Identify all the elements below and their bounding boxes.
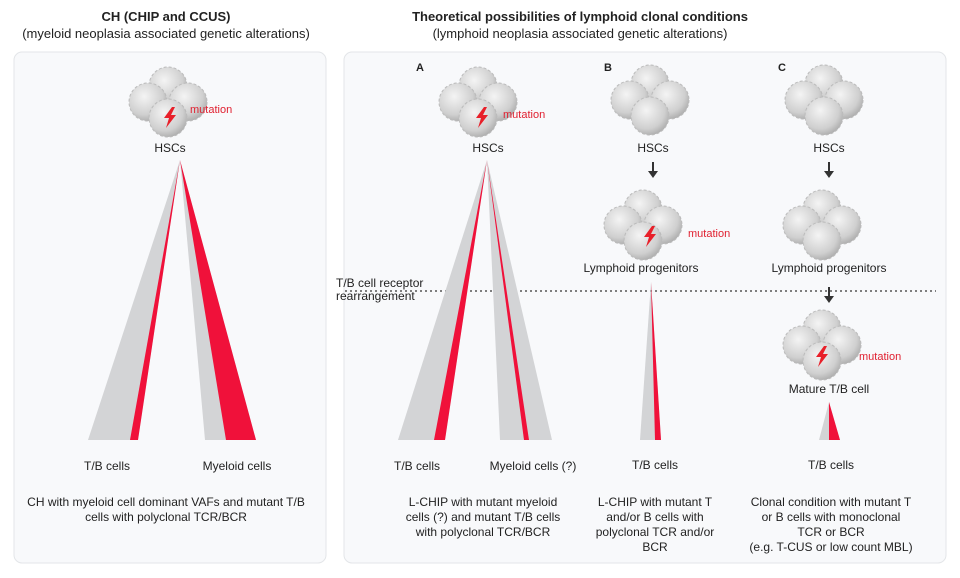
- b-description-1: L-CHIP with mutant T: [598, 495, 713, 509]
- right-panel: [343, 51, 947, 564]
- panel-b-letter: B: [604, 62, 612, 74]
- tb-cone-mutant: [434, 160, 487, 440]
- panel-a-letter: A: [416, 62, 424, 74]
- left-subtitle: (myeloid neoplasia associated genetic al…: [22, 26, 310, 41]
- tb-cells-label: T/B cells: [632, 458, 678, 472]
- c-description-3: TCR or BCR: [797, 525, 865, 539]
- hsc-label: HSCs: [154, 141, 185, 155]
- hsc-label: HSCs: [637, 141, 668, 155]
- a-description-1: L-CHIP with mutant myeloid: [409, 495, 558, 509]
- mature-tb-cell-label: Mature T/B cell: [789, 382, 869, 396]
- mutation-label: mutation: [190, 104, 232, 116]
- myeloid-cone-mutant: [180, 160, 256, 440]
- tb-cone-mutant: [130, 160, 180, 440]
- tb-cone-normal: [88, 160, 180, 440]
- left-description-2: cells with polyclonal TCR/BCR: [85, 510, 247, 524]
- hsc-label: HSCs: [472, 141, 503, 155]
- tb-cone-mutant: [829, 402, 840, 440]
- arrow-down-icon: [648, 162, 658, 178]
- a-description-3: with polyclonal TCR/BCR: [415, 525, 551, 539]
- a-description-2: cells (?) and mutant T/B cells: [406, 510, 561, 524]
- receptor-label-2: rearrangement: [336, 289, 415, 303]
- tb-cells-label: T/B cells: [808, 458, 854, 472]
- myeloid-cone-normal: [487, 160, 552, 440]
- mutation-label: mutation: [859, 351, 901, 363]
- tb-cone-normal: [398, 160, 487, 440]
- arrow-down-icon: [824, 287, 834, 303]
- c-description-1: Clonal condition with mutant T: [751, 495, 912, 509]
- lymphoid-progenitors-label: Lymphoid progenitors: [772, 261, 887, 275]
- tb-cells-label: T/B cells: [394, 459, 440, 473]
- c-description-4: (e.g. T-CUS or low count MBL): [749, 540, 912, 554]
- right-subtitle: (lymphoid neoplasia associated genetic a…: [433, 26, 728, 41]
- b-description-4: BCR: [642, 540, 668, 554]
- right-title: Theoretical possibilities of lymphoid cl…: [412, 9, 748, 24]
- receptor-label-1: T/B cell receptor: [336, 276, 423, 290]
- left-title: CH (CHIP and CCUS): [101, 9, 230, 24]
- mutation-label: mutation: [688, 228, 730, 240]
- hsc-label: HSCs: [813, 141, 844, 155]
- myeloid-cells-label: Myeloid cells (?): [490, 459, 577, 473]
- arrow-down-icon: [824, 162, 834, 178]
- b-description-3: polyclonal TCR and/or: [596, 525, 715, 539]
- lymphoid-progenitors-label: Lymphoid progenitors: [584, 261, 699, 275]
- tb-cone-mutant: [651, 282, 661, 440]
- left-description-1: CH with myeloid cell dominant VAFs and m…: [27, 495, 305, 509]
- panel-c-letter: C: [778, 62, 786, 74]
- tb-cells-label: T/B cells: [84, 459, 130, 473]
- myeloid-cone-mutant: [487, 160, 529, 440]
- b-description-2: and/or B cells with: [606, 510, 703, 524]
- myeloid-cells-label: Myeloid cells: [203, 459, 272, 473]
- c-description-2: or B cells with monoclonal: [762, 510, 901, 524]
- mutation-label: mutation: [503, 109, 545, 121]
